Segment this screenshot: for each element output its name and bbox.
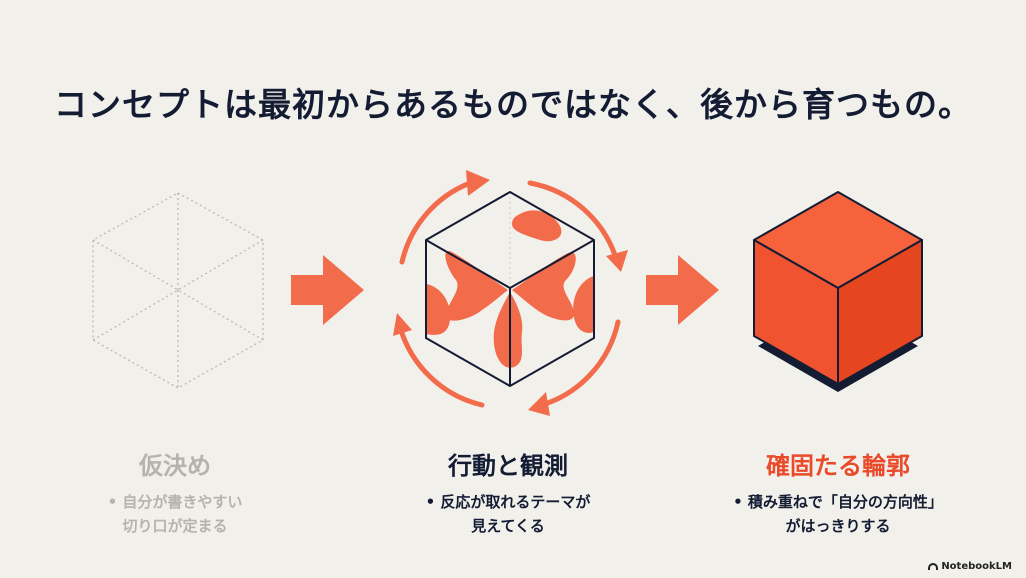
blob-cube-icon bbox=[425, 191, 595, 387]
slide-title: コンセプトは最初からあるものではなく、後から育つもの。 bbox=[54, 85, 972, 124]
stage-title-action: 行動と観測 bbox=[448, 452, 568, 480]
arrow-right-icon bbox=[646, 255, 719, 325]
wireframe-cube-icon bbox=[92, 192, 264, 389]
arrow-right-icon bbox=[291, 255, 364, 325]
notebooklm-logo-icon bbox=[928, 563, 939, 570]
cycle-arrows-icon bbox=[397, 180, 621, 408]
stage-description-action: • 反応が取れるテーマが 見えてくる bbox=[425, 493, 591, 535]
stage-title-tentative: 仮決め bbox=[139, 452, 211, 480]
stage-title-outline: 確固たる輪郭 bbox=[766, 452, 910, 480]
stage-description-outline: • 積み重ねで「自分の方向性」 がはっきりする bbox=[733, 493, 943, 535]
notebooklm-watermark: NotebookLM bbox=[928, 561, 1012, 572]
cycle-arrow-heads bbox=[393, 170, 628, 416]
stage-description-tentative: • 自分が書きやすい 切り口が定まる bbox=[107, 493, 243, 535]
solid-cube-icon bbox=[753, 191, 923, 392]
